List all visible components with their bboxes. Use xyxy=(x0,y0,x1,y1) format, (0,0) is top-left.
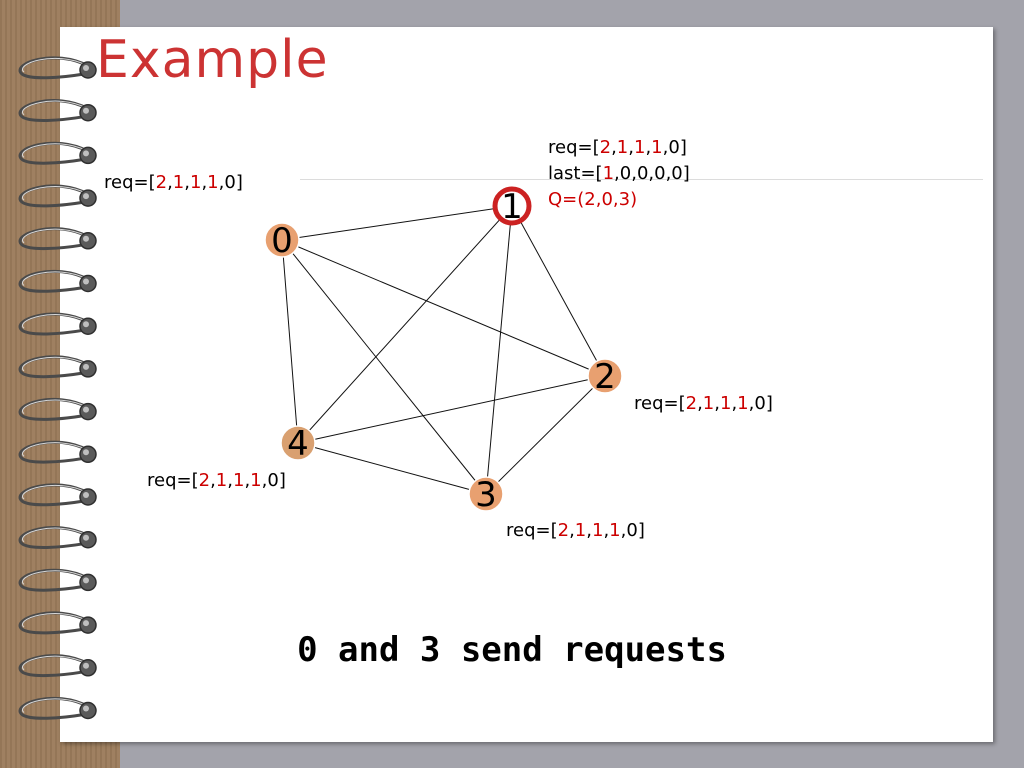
node-0-label: 0 xyxy=(271,221,293,261)
binding-ring xyxy=(18,99,97,122)
node-2-circle xyxy=(587,358,623,394)
binding-ring xyxy=(18,227,97,251)
binding-ring xyxy=(18,312,97,336)
edge-2-4 xyxy=(297,375,606,444)
binding-ring xyxy=(18,398,97,421)
node-1: 1 xyxy=(492,186,532,227)
edge-1-4 xyxy=(297,205,513,444)
edge-0-2 xyxy=(281,239,606,377)
edge-1-2 xyxy=(511,205,606,377)
node-3-req-label: req=[2,1,1,1,0] xyxy=(506,520,645,541)
node-4: 4 xyxy=(280,424,316,464)
notebook-page xyxy=(60,27,993,742)
slide-caption: 0 and 3 send requests xyxy=(297,630,727,670)
binding-ring xyxy=(18,483,97,507)
binding-ring xyxy=(18,568,97,592)
slide-title: Example xyxy=(96,30,329,90)
edge-0-4 xyxy=(281,239,299,444)
binding-ring xyxy=(18,355,97,379)
node-4-label: 4 xyxy=(287,424,309,464)
binding-ring xyxy=(18,611,97,635)
binding-ring xyxy=(18,696,97,720)
node-3-circle xyxy=(468,476,504,512)
edge-3-4 xyxy=(297,442,487,495)
binding-ring xyxy=(18,654,97,678)
edge-0-1 xyxy=(281,205,513,241)
node-1-queue-label: Q=(2,0,3) xyxy=(548,189,638,210)
spiral-binding xyxy=(18,56,97,720)
node-1-circle xyxy=(492,186,532,226)
node-2: 2 xyxy=(587,357,623,397)
node-3-label: 3 xyxy=(475,475,497,515)
node-0: 0 xyxy=(264,221,300,261)
node-4-req-label: req=[2,1,1,1,0] xyxy=(147,470,286,491)
node-2-req-label: req=[2,1,1,1,0] xyxy=(634,393,773,414)
node-0-req-label: req=[2,1,1,1,0] xyxy=(104,172,243,193)
graph-edges xyxy=(281,205,606,495)
binding-ring xyxy=(18,184,97,208)
node-1-last-label: last=[1,0,0,0,0] xyxy=(548,163,690,184)
binding-ring xyxy=(18,440,97,464)
edge-0-3 xyxy=(281,239,487,495)
node-4-circle xyxy=(280,425,316,461)
binding-ring xyxy=(18,141,97,165)
node-2-label: 2 xyxy=(594,357,616,397)
node-1-label: 1 xyxy=(501,187,523,227)
divider-line xyxy=(300,179,983,180)
graph-nodes: 0 1 2 3 4 xyxy=(264,186,623,515)
binding-ring xyxy=(18,269,97,293)
node-0-circle xyxy=(264,222,300,258)
node-3: 3 xyxy=(468,475,504,515)
node-1-req-label: req=[2,1,1,1,0] xyxy=(548,137,687,158)
edge-1-3 xyxy=(485,205,513,495)
edge-2-3 xyxy=(485,375,606,495)
binding-ring xyxy=(18,56,97,80)
binding-ring xyxy=(18,526,97,549)
